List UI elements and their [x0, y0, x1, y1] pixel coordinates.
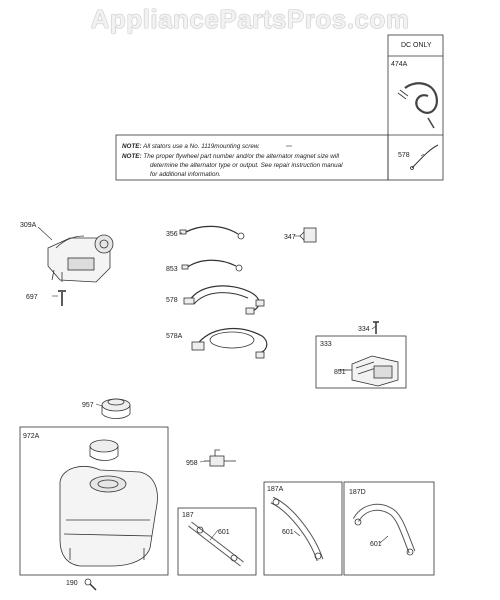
- wire-356-illustration: [179, 225, 245, 240]
- part-label-334: 334: [358, 326, 370, 333]
- harness-578-illustration: [183, 285, 265, 315]
- part-label-187: 187: [182, 512, 194, 519]
- notes-box: [115, 134, 389, 181]
- part-label-190: 190: [66, 580, 78, 587]
- solenoid-333-illustration: [340, 355, 399, 387]
- part-label-578: 578: [166, 297, 178, 304]
- note-1: NOTE: All stators use a No. 1119mounting…: [122, 143, 260, 150]
- valve-958-illustration: [204, 449, 236, 467]
- part-label-578-dc: 578: [398, 152, 410, 159]
- dc-only-box: [387, 34, 444, 181]
- part-label-853: 853: [166, 266, 178, 273]
- harness-578a-illustration: [191, 328, 268, 359]
- part-label-309a: 309A: [20, 222, 37, 229]
- note-2: NOTE: The proper flywheel part number an…: [122, 153, 340, 160]
- watermark: AppliancePartsPros.com: [90, 4, 410, 34]
- screw-334-illustration: [373, 321, 379, 334]
- part-label-474a: 474A: [391, 61, 408, 68]
- part-label-851: 851: [334, 369, 346, 376]
- lead-578-dc-illustration: [410, 144, 439, 170]
- part-label-187d: 187D: [349, 489, 366, 496]
- fuel-line-187d-illustration: [352, 503, 416, 556]
- part-label-958: 958: [186, 460, 198, 467]
- part-label-972a: 972A: [23, 433, 40, 440]
- fuel-line-187a-illustration: [270, 496, 324, 562]
- fuel-line-187-illustration: [188, 521, 244, 567]
- note-2-line-2: determine the alternator type or output.…: [150, 162, 343, 169]
- harness-474a-illustration: [397, 82, 438, 129]
- note-2-line-3: for additional information.: [150, 171, 221, 178]
- leader-lines: [37, 145, 425, 544]
- connector-347-illustration: [299, 227, 317, 243]
- fuel-tank-972a-illustration: [59, 439, 158, 567]
- part-label-347: 347: [284, 234, 296, 241]
- part-label-957: 957: [82, 402, 94, 409]
- box-187: [177, 507, 257, 576]
- part-label-356: 356: [166, 231, 178, 238]
- box-972a: [19, 426, 169, 576]
- part-label-601-a: 601: [218, 529, 230, 536]
- note-2-label: NOTE:: [122, 153, 142, 160]
- part-label-187a: 187A: [267, 486, 284, 493]
- screw-697-illustration: [58, 290, 66, 306]
- box-187a: [263, 481, 343, 576]
- part-label-601-b: 601: [282, 529, 294, 536]
- wire-853-illustration: [181, 259, 243, 272]
- part-label-333: 333: [320, 341, 332, 348]
- note-1-label: NOTE:: [122, 143, 142, 150]
- note-2-line-1: The proper flywheel part number and/or t…: [143, 153, 339, 160]
- part-label-601-c: 601: [370, 541, 382, 548]
- part-label-578a: 578A: [166, 333, 183, 340]
- dc-only-title: DC ONLY: [401, 42, 432, 49]
- fuel-cap-957-illustration: [101, 398, 131, 419]
- box-333: [315, 335, 407, 389]
- box-187d: [343, 481, 435, 576]
- note-1-text: All stators use a No. 1119mounting screw…: [142, 143, 260, 150]
- screw-190-illustration: [84, 578, 97, 591]
- part-label-697: 697: [26, 294, 38, 301]
- stator-309a-illustration: [47, 234, 114, 283]
